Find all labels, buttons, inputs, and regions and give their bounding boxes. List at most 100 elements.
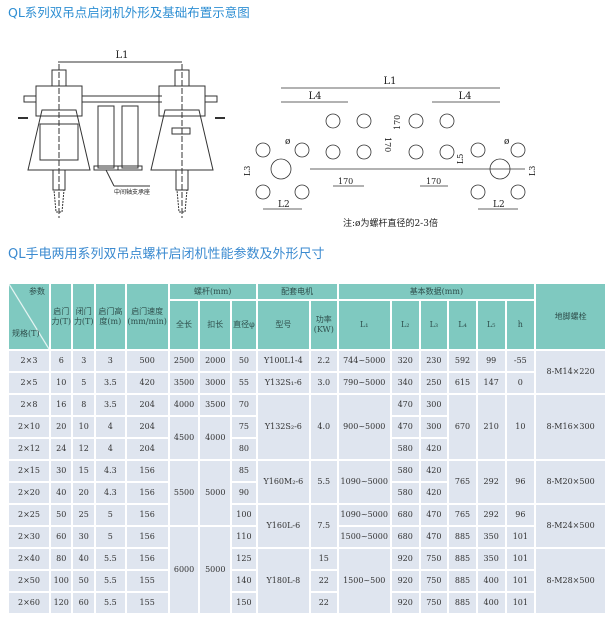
table-cell: 230: [420, 351, 448, 371]
table-cell: Y160M₂-6: [257, 461, 309, 503]
table-cell: 100: [50, 571, 72, 591]
table-cell: 790~5000: [338, 373, 390, 393]
table-cell: 204: [126, 417, 168, 437]
table-cell: 60: [73, 593, 94, 613]
table-cell: 470: [391, 395, 419, 415]
table-cell: 5: [95, 505, 125, 525]
table-cell: 5.5: [95, 549, 125, 569]
table-cell: 2000: [200, 351, 231, 371]
table-cell: 2×10: [9, 417, 49, 437]
table-cell: 4: [95, 439, 125, 459]
table-cell: 2×15: [9, 461, 49, 481]
header-lift-speed: 启门速度(mm/min): [126, 284, 168, 349]
table-cell: 40: [50, 483, 72, 503]
table-cell: 580: [391, 439, 419, 459]
table-cell: 2×8: [9, 395, 49, 415]
table-cell: 885: [449, 571, 476, 591]
table-cell: 4.3: [95, 461, 125, 481]
header-close-force: 闭门力(T): [73, 284, 94, 349]
table-cell: 420: [126, 373, 168, 393]
shaft-support-icon: [82, 95, 162, 171]
dim-170-a-label: 170: [383, 137, 392, 152]
table-cell: 20: [73, 483, 94, 503]
dim-l5-label: L5: [456, 154, 465, 164]
table-cell: 615: [449, 373, 476, 393]
table-cell: -55: [506, 351, 535, 371]
header-l2: L₂: [391, 301, 419, 349]
table-cell: 15: [310, 549, 337, 569]
table-cell: 292: [477, 505, 505, 525]
table-cell: 920: [391, 571, 419, 591]
table-cell: 99: [477, 351, 505, 371]
table-cell: 12: [73, 439, 94, 459]
table-cell: 2.2: [310, 351, 337, 371]
table-cell: 1090~5000: [338, 505, 390, 525]
table-cell: 120: [50, 593, 72, 613]
dim-l3-left-label: L3: [243, 166, 252, 176]
table-cell: 420: [420, 439, 448, 459]
table-cell: 3500: [200, 395, 231, 415]
table-cell: 2500: [169, 351, 199, 371]
table-cell: 592: [449, 351, 476, 371]
table-cell: 2×40: [9, 549, 49, 569]
header-motor-model: 型号: [257, 301, 309, 349]
table-cell: 4.3: [95, 483, 125, 503]
dim-l1-label: L1: [383, 76, 396, 87]
table-cell: 400: [477, 593, 505, 613]
foundation-plan-drawing: L1 L4 L4 170 170 170 170 L3 L3 L5 L2 L2 …: [243, 76, 537, 228]
dim-l4-left-label: L4: [308, 91, 321, 102]
table-cell: 8-M28×500: [536, 549, 605, 613]
table-cell: 101: [506, 527, 535, 547]
table-cell: 5500: [169, 461, 199, 525]
table-cell: 765: [449, 505, 476, 525]
table-cell: 155: [126, 571, 168, 591]
table-cell: 2×50: [9, 571, 49, 591]
table-cell: 885: [449, 593, 476, 613]
table-cell: 100: [232, 505, 256, 525]
header-spec: 规格(T): [12, 329, 40, 339]
table-cell: 2×25: [9, 505, 49, 525]
table-cell: 744~5000: [338, 351, 390, 371]
table-cell: 156: [126, 527, 168, 547]
dim-l2-left-label: L2: [278, 200, 290, 210]
table-cell: 4000: [200, 417, 231, 459]
table-cell: 2×30: [9, 527, 49, 547]
table-cell: 8-M24×500: [536, 505, 605, 547]
table-cell: Y180L-8: [257, 549, 309, 613]
table-cell: 2×5: [9, 373, 49, 393]
table-cell: 350: [477, 527, 505, 547]
table-cell: 70: [232, 395, 256, 415]
table-cell: 3.5: [95, 395, 125, 415]
table-cell: 900~5000: [338, 395, 390, 459]
table-cell: 1500~5000: [338, 527, 390, 547]
table-cell: 10: [506, 395, 535, 459]
table-cell: 8: [73, 395, 94, 415]
header-open-force: 启门力(T): [50, 284, 72, 349]
table-cell: 580: [391, 461, 419, 481]
table-cell: 156: [126, 461, 168, 481]
table-cell: 4000: [169, 395, 199, 415]
table-cell: 680: [391, 505, 419, 525]
table-cell: 60: [50, 527, 72, 547]
table-cell: 80: [50, 549, 72, 569]
table-cell: 15: [73, 461, 94, 481]
table-cell: 400: [477, 571, 505, 591]
table-cell: 8-M14×220: [536, 351, 605, 393]
table-cell: 765: [449, 461, 476, 503]
header-l1: L₁: [338, 301, 390, 349]
dim-l3-right-label: L3: [528, 166, 537, 176]
header-screw-length: 全长: [169, 301, 199, 349]
table-cell: 4.0: [310, 395, 337, 459]
dim-l4-right-label: L4: [458, 91, 471, 102]
table-cell: 147: [477, 373, 505, 393]
performance-table: 参数 规格(T) 启门力(T) 闭门力(T) 启门高度(m) 启门速度(mm/m…: [7, 282, 607, 615]
table-cell: 204: [126, 439, 168, 459]
header-row: 参数 规格(T) 启门力(T) 闭门力(T) 启门高度(m) 启门速度(mm/m…: [9, 284, 605, 349]
table-cell: 340: [391, 373, 419, 393]
header-motor-group: 配套电机: [257, 284, 337, 299]
